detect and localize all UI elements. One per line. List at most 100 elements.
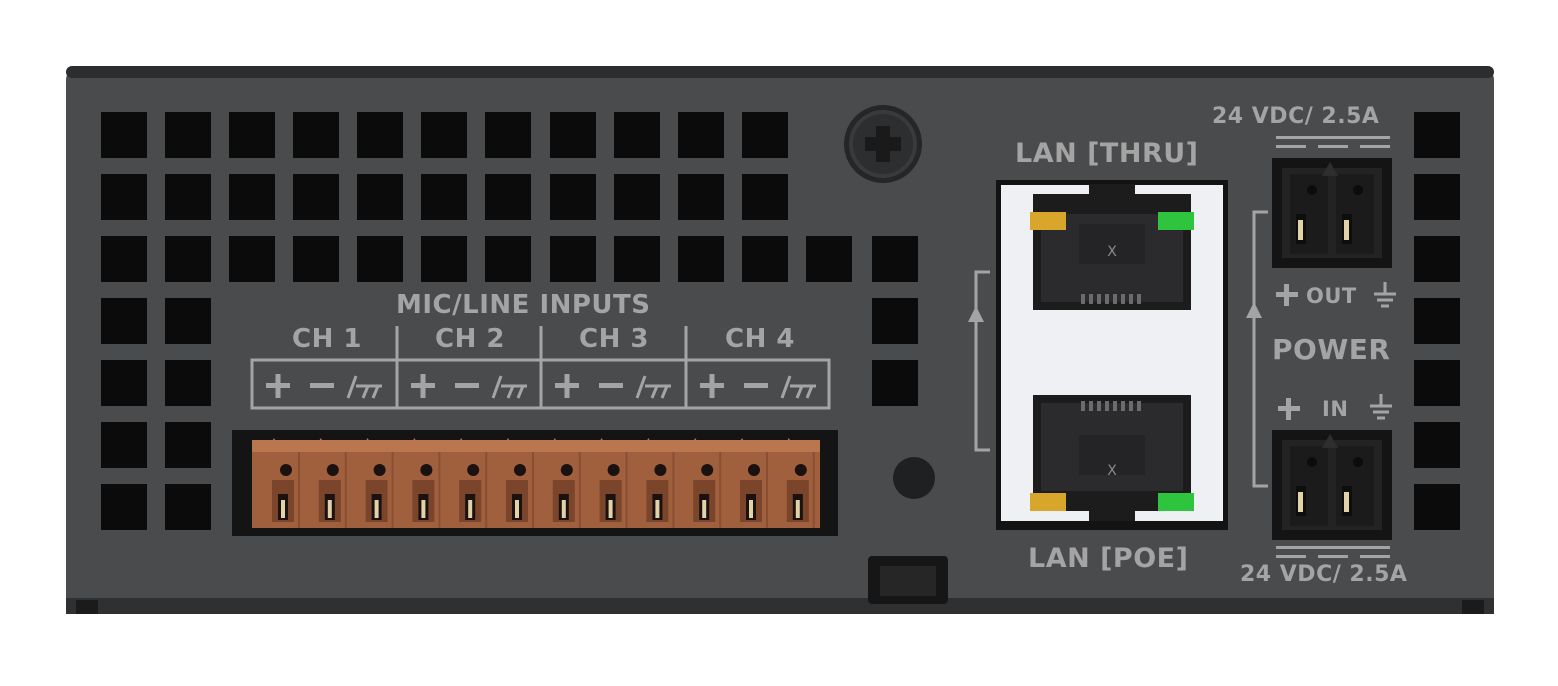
- power-in-rating: 24 VDC/ 2.5A: [1240, 562, 1408, 587]
- channel-1-label: CH 1: [292, 324, 362, 354]
- vent-slot: [1414, 174, 1460, 220]
- vent-slot: [614, 174, 660, 220]
- vent-slot: [101, 174, 147, 220]
- vent-slot: [293, 112, 339, 158]
- mounting-hole: [893, 457, 935, 499]
- vent-slot: [742, 112, 788, 158]
- terminal-pin: [546, 438, 581, 528]
- vent-slot: [872, 298, 918, 344]
- vent-slot: [165, 422, 211, 468]
- vent-slot: [421, 112, 467, 158]
- channel-polarity-icon: [411, 374, 527, 399]
- terminal-pin: [406, 438, 441, 528]
- mic-line-inputs-label: MIC/LINE INPUTS: [396, 290, 651, 320]
- vent-slot: [229, 174, 275, 220]
- vent-slot: [550, 174, 596, 220]
- channel-2-label: CH 2: [435, 324, 505, 354]
- terminal-pin: [593, 438, 628, 528]
- terminal-pin: [500, 438, 534, 528]
- vent-slot: [678, 236, 724, 282]
- vent-slot: [101, 298, 147, 344]
- vent-slot: [742, 236, 788, 282]
- power-out-rating: 24 VDC/ 2.5A: [1212, 104, 1380, 129]
- channel-3-label: CH 3: [579, 324, 649, 354]
- vent-slot: [421, 236, 467, 282]
- lan-poe-label: LAN [POE]: [1028, 543, 1189, 574]
- link-led-amber: [1030, 212, 1066, 230]
- vent-slot: [678, 174, 724, 220]
- vent-slot: [872, 236, 918, 282]
- vent-slot: [742, 174, 788, 220]
- ground-icon: [1370, 282, 1396, 420]
- vent-slot: [165, 484, 211, 530]
- lan-thru-label: LAN [THRU]: [1015, 138, 1199, 169]
- terminal-pin: [780, 438, 815, 528]
- vent-slot: [229, 236, 275, 282]
- lan-thru-port[interactable]: X: [1030, 184, 1194, 310]
- vent-slot: [1414, 484, 1460, 530]
- vent-slot: [485, 174, 531, 220]
- power-in-connector[interactable]: [1272, 430, 1392, 540]
- link-led-green: [1158, 493, 1194, 511]
- port-mark: X: [1107, 244, 1117, 260]
- channel-polarity-icon: [266, 374, 382, 399]
- vent-slot: [101, 422, 147, 468]
- vent-slot: [165, 236, 211, 282]
- vent-slot: [357, 174, 403, 220]
- channel-polarity-icon: [555, 374, 671, 399]
- terminal-pin: [734, 438, 768, 528]
- vent-slot: [1414, 236, 1460, 282]
- terminal-pin: [359, 438, 394, 528]
- power-passthrough-arrow: [1252, 210, 1268, 488]
- vent-slot: [165, 360, 211, 406]
- vent-slot: [678, 112, 724, 158]
- vent-slot: [614, 112, 660, 158]
- vent-slot: [165, 298, 211, 344]
- vent-slot: [165, 112, 211, 158]
- power-out-label: OUT: [1306, 284, 1357, 308]
- vent-slot: [293, 174, 339, 220]
- vent-slot: [101, 112, 147, 158]
- port-mark: X: [1107, 463, 1117, 479]
- vent-slot: [485, 236, 531, 282]
- lan-poe-port[interactable]: X: [1030, 395, 1194, 521]
- channel-polarity-labels: [250, 326, 831, 410]
- vent-slot: [550, 236, 596, 282]
- ventilation-grid: [101, 112, 1460, 530]
- vent-slot: [101, 236, 147, 282]
- lan-passthrough-arrow: [974, 270, 990, 452]
- power-out-connector[interactable]: [1272, 158, 1392, 268]
- vent-slot: [101, 484, 147, 530]
- vent-slot: [1414, 360, 1460, 406]
- vent-slot: [614, 236, 660, 282]
- terminal-pin: [312, 438, 347, 528]
- vent-slot: [293, 236, 339, 282]
- vent-slot: [1414, 422, 1460, 468]
- vent-slot: [421, 174, 467, 220]
- terminal-pin: [266, 438, 300, 528]
- power-in-label: IN: [1322, 397, 1349, 421]
- vent-slot: [165, 174, 211, 220]
- vent-slot: [101, 360, 147, 406]
- vent-slot: [357, 112, 403, 158]
- vent-slot: [485, 112, 531, 158]
- power-polarity-icons: [1276, 284, 1300, 420]
- input-terminal-block[interactable]: [252, 438, 820, 528]
- link-led-green: [1158, 212, 1194, 230]
- vent-slot: [1414, 112, 1460, 158]
- channel-polarity-icon: [700, 374, 816, 399]
- terminal-pin: [640, 438, 675, 528]
- vent-slot: [1414, 298, 1460, 344]
- dc-symbol-icon: [1276, 136, 1390, 558]
- terminal-pin: [687, 438, 722, 528]
- vent-slot: [872, 360, 918, 406]
- vent-slot: [229, 112, 275, 158]
- terminal-pin: [453, 438, 488, 528]
- link-led-amber: [1030, 493, 1066, 511]
- vent-slot: [806, 236, 852, 282]
- channel-4-label: CH 4: [725, 324, 795, 354]
- power-label: POWER: [1272, 333, 1391, 366]
- vent-slot: [357, 236, 403, 282]
